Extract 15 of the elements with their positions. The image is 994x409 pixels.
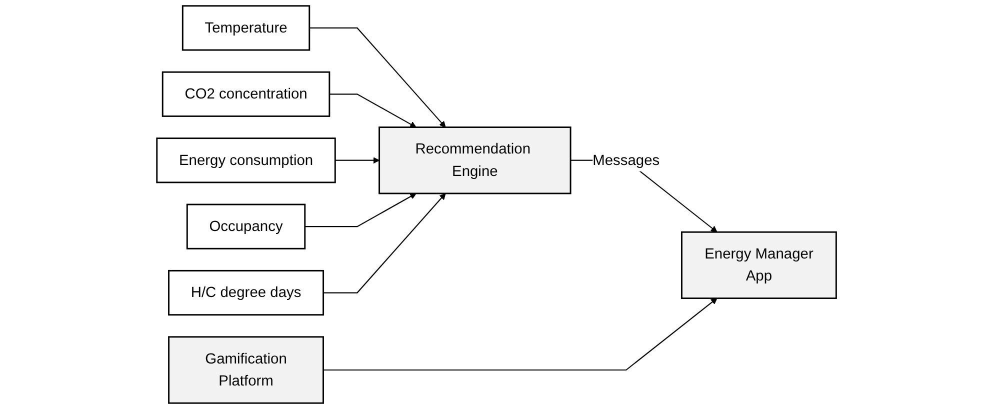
- node-box: [186, 204, 306, 250]
- node-box: [156, 138, 336, 184]
- arrow: [310, 27, 446, 128]
- node-box: [162, 71, 331, 117]
- arrow: [305, 193, 417, 228]
- arrow: [330, 94, 417, 128]
- node-box: [379, 126, 572, 194]
- node-box: [681, 231, 838, 300]
- arrow: [324, 193, 446, 294]
- arrow: [336, 157, 380, 164]
- node-box: [168, 270, 324, 316]
- arrow: [324, 298, 718, 371]
- flowchart-drawing: Messages Temperature CO2 concentration Energy consumption Occupancy Recommendation Engine H/C degree days Energy Manager App Gamification Platform: [151, 0, 843, 409]
- node-box: [182, 5, 311, 51]
- node-box: [168, 336, 324, 404]
